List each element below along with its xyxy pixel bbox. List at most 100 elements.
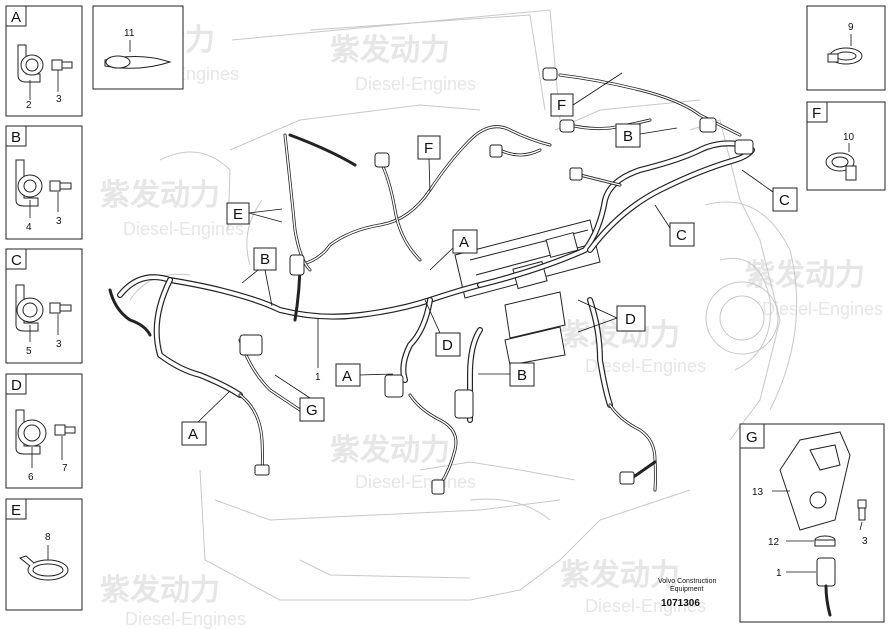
svg-text:F: F bbox=[424, 140, 433, 157]
connector-icon bbox=[816, 557, 836, 617]
clamp-icon bbox=[17, 44, 44, 83]
clamp-icon bbox=[15, 159, 43, 207]
callout-d-1: D bbox=[424, 299, 461, 357]
callout-g: G bbox=[274, 374, 325, 422]
box-letter-e: E bbox=[11, 502, 21, 519]
clamp-icon bbox=[15, 409, 47, 455]
callout-b-3: B bbox=[478, 362, 535, 387]
part-number: 8 bbox=[45, 532, 51, 543]
legend-box-clip-11: 11 bbox=[92, 5, 184, 90]
part-number: 9 bbox=[848, 22, 854, 33]
watermark: 紫发动力 Diesel-Engines 紫发动力 Diesel-Engines … bbox=[95, 23, 883, 629]
bolt-icon bbox=[49, 302, 72, 314]
svg-text:G: G bbox=[306, 402, 318, 419]
svg-text:B: B bbox=[517, 367, 527, 384]
watermark-cn: 紫发动力 bbox=[330, 433, 450, 468]
bolt-icon bbox=[54, 424, 76, 436]
watermark-en: Diesel-Engines bbox=[125, 609, 246, 629]
company-line-2: Equipment bbox=[670, 586, 704, 593]
part-number: 3 bbox=[56, 216, 62, 227]
hose-clamp-icon bbox=[825, 152, 857, 181]
branch-wires bbox=[108, 73, 742, 492]
legend-box-a: A 2 3 bbox=[5, 5, 83, 117]
watermark-cn: 紫发动力 bbox=[330, 33, 450, 68]
legend-box-clip-9: 9 bbox=[806, 5, 886, 91]
callout-b-2: B bbox=[615, 123, 678, 148]
bolt-icon bbox=[51, 59, 73, 71]
svg-text:C: C bbox=[676, 227, 687, 244]
svg-text:B: B bbox=[623, 128, 633, 145]
box-letter-f: F bbox=[812, 105, 821, 122]
svg-text:D: D bbox=[442, 337, 453, 354]
document-footer: Volvo Construction Equipment 1071306 bbox=[658, 578, 716, 609]
bolt-icon bbox=[49, 180, 72, 192]
callout-e: E bbox=[226, 202, 283, 225]
callout-a-2: A bbox=[335, 363, 394, 387]
item-number-1: 1 bbox=[315, 372, 321, 383]
box-letter-c: C bbox=[11, 252, 22, 269]
callout-c-1: C bbox=[741, 169, 798, 212]
svg-text:D: D bbox=[625, 311, 636, 328]
watermark-cn: 紫发动力 bbox=[100, 573, 220, 608]
box-letter-a: A bbox=[11, 9, 21, 26]
part-number: 4 bbox=[26, 222, 32, 233]
part-number: 1 bbox=[776, 568, 782, 579]
watermark-cn: 紫发动力 bbox=[100, 178, 220, 213]
part-number: 3 bbox=[862, 536, 868, 547]
svg-text:A: A bbox=[459, 234, 469, 251]
part-number: 3 bbox=[56, 339, 62, 350]
callout-f-2: F bbox=[550, 72, 623, 117]
callout-f-1: F bbox=[417, 135, 441, 193]
box-letter-d: D bbox=[11, 377, 22, 394]
legend-box-f: F 10 bbox=[806, 101, 886, 191]
svg-text:E: E bbox=[233, 206, 243, 223]
svg-text:A: A bbox=[342, 368, 352, 385]
part-number: 10 bbox=[843, 132, 855, 143]
part-number: 13 bbox=[752, 487, 764, 498]
watermark-cn: 紫发动力 bbox=[560, 558, 680, 593]
part-number: 5 bbox=[26, 346, 32, 357]
watermark-en: Diesel-Engines bbox=[355, 74, 476, 94]
ecu-module bbox=[454, 219, 601, 366]
legend-box-c: C 5 3 bbox=[5, 248, 83, 364]
svg-text:C: C bbox=[779, 192, 790, 209]
document-number: 1071306 bbox=[661, 598, 700, 609]
watermark-en: Diesel-Engines bbox=[355, 472, 476, 492]
part-number: 3 bbox=[56, 94, 62, 105]
connectors bbox=[239, 67, 754, 495]
cable-tie-icon bbox=[104, 55, 172, 69]
legend-box-b: B 4 3 bbox=[5, 125, 83, 240]
callout-d-2: D bbox=[577, 299, 646, 333]
box-letter-b: B bbox=[11, 129, 21, 146]
clamp-icon bbox=[15, 284, 44, 332]
legend-box-e: E 8 bbox=[5, 498, 83, 611]
callout-a-3: A bbox=[181, 390, 231, 446]
svg-text:A: A bbox=[188, 426, 198, 443]
part-number: 12 bbox=[768, 537, 780, 548]
watermark-en: Diesel-Engines bbox=[585, 596, 706, 616]
part-number: 7 bbox=[62, 463, 68, 474]
company-line-1: Volvo Construction bbox=[658, 578, 716, 585]
part-number: 11 bbox=[124, 28, 135, 39]
part-number: 6 bbox=[28, 472, 34, 483]
engine-outline bbox=[129, 9, 798, 601]
watermark-cn: 紫发动力 bbox=[745, 258, 865, 293]
box-letter-g: G bbox=[746, 429, 758, 446]
watermark-en: Diesel-Engines bbox=[762, 299, 883, 319]
watermark-en: Diesel-Engines bbox=[123, 219, 244, 239]
bolt-icon bbox=[857, 499, 867, 521]
callout-c-2: C bbox=[654, 204, 695, 247]
callout-b-1: B bbox=[241, 247, 277, 307]
legend-box-g: G 13 3 12 1 bbox=[739, 423, 885, 623]
svg-text:F: F bbox=[557, 97, 566, 114]
callout-a-1: A bbox=[429, 229, 478, 271]
grommet-icon bbox=[814, 535, 836, 547]
bracket-icon bbox=[779, 431, 851, 531]
watermark-en: Diesel-Engines bbox=[585, 356, 706, 376]
legend-box-d: D 6 7 bbox=[5, 373, 83, 489]
p-clip-icon bbox=[827, 47, 863, 65]
svg-text:B: B bbox=[260, 251, 270, 268]
part-number: 2 bbox=[26, 100, 32, 111]
